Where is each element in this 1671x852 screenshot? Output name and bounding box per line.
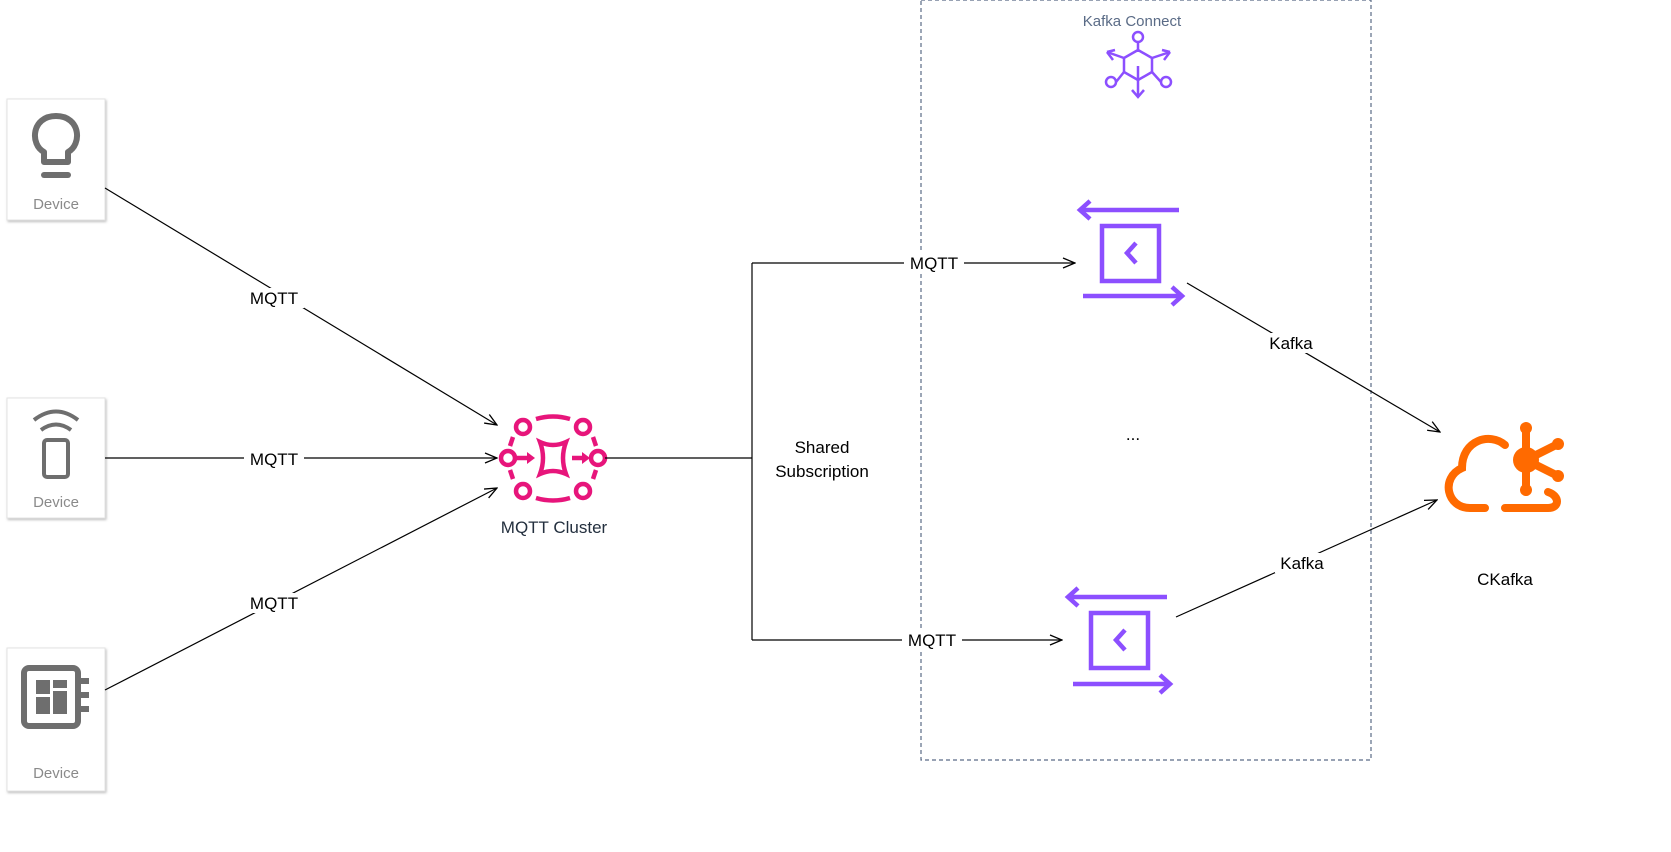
cloud-kafka-icon xyxy=(1444,424,1561,512)
mqtt-cluster-label: MQTT Cluster xyxy=(501,518,608,537)
edge-label: MQTT xyxy=(250,594,298,613)
shared-subscription-label-line2: Subscription xyxy=(775,462,869,481)
edge-device2-cluster: MQTT xyxy=(105,449,497,469)
edge-label: MQTT xyxy=(250,450,298,469)
connector-ellipsis: ... xyxy=(1126,425,1140,444)
mobile-wireless-icon xyxy=(32,409,80,479)
device-label: Device xyxy=(33,765,79,782)
connector-top[interactable] xyxy=(1076,199,1186,307)
edge-label: MQTT xyxy=(910,254,958,273)
device-lightbulb[interactable]: Device xyxy=(6,98,106,221)
ckafka[interactable]: CKafka xyxy=(1444,422,1564,589)
kafka-connect-label: Kafka Connect xyxy=(1083,13,1182,30)
mqtt-cluster-icon xyxy=(498,414,608,503)
device-mobile[interactable]: Device xyxy=(6,397,106,519)
device-board[interactable]: Device xyxy=(6,647,106,792)
ckafka-label: CKafka xyxy=(1477,570,1533,589)
edge-label: Kafka xyxy=(1269,334,1313,353)
edge-device1-cluster: MQTT xyxy=(104,187,497,425)
device-label: Device xyxy=(33,196,79,213)
edge-connector-top-ckafka: Kafka xyxy=(1186,282,1440,432)
lightbulb-icon xyxy=(32,113,80,178)
edge-device3-cluster: MQTT xyxy=(104,488,497,691)
kafka-connect-group: Kafka Connect ... xyxy=(920,0,1372,761)
edge-connector-bottom-ckafka: Kafka xyxy=(1175,500,1437,618)
board-chip-icon xyxy=(21,665,89,729)
connector-bottom[interactable] xyxy=(1064,586,1174,695)
shared-subscription-label-line1: Shared xyxy=(795,438,850,457)
connector-icon xyxy=(1064,586,1174,695)
mqtt-cluster[interactable]: MQTT Cluster xyxy=(498,414,608,538)
kafka-connect-icon xyxy=(1104,30,1173,99)
edge-label: MQTT xyxy=(250,289,298,308)
connector-icon xyxy=(1076,199,1186,307)
edge-label: Kafka xyxy=(1280,554,1324,573)
edge-shared-subscription: MQTT MQTT Shared Subscription xyxy=(605,253,1075,650)
edge-label: MQTT xyxy=(908,631,956,650)
device-label: Device xyxy=(33,494,79,511)
